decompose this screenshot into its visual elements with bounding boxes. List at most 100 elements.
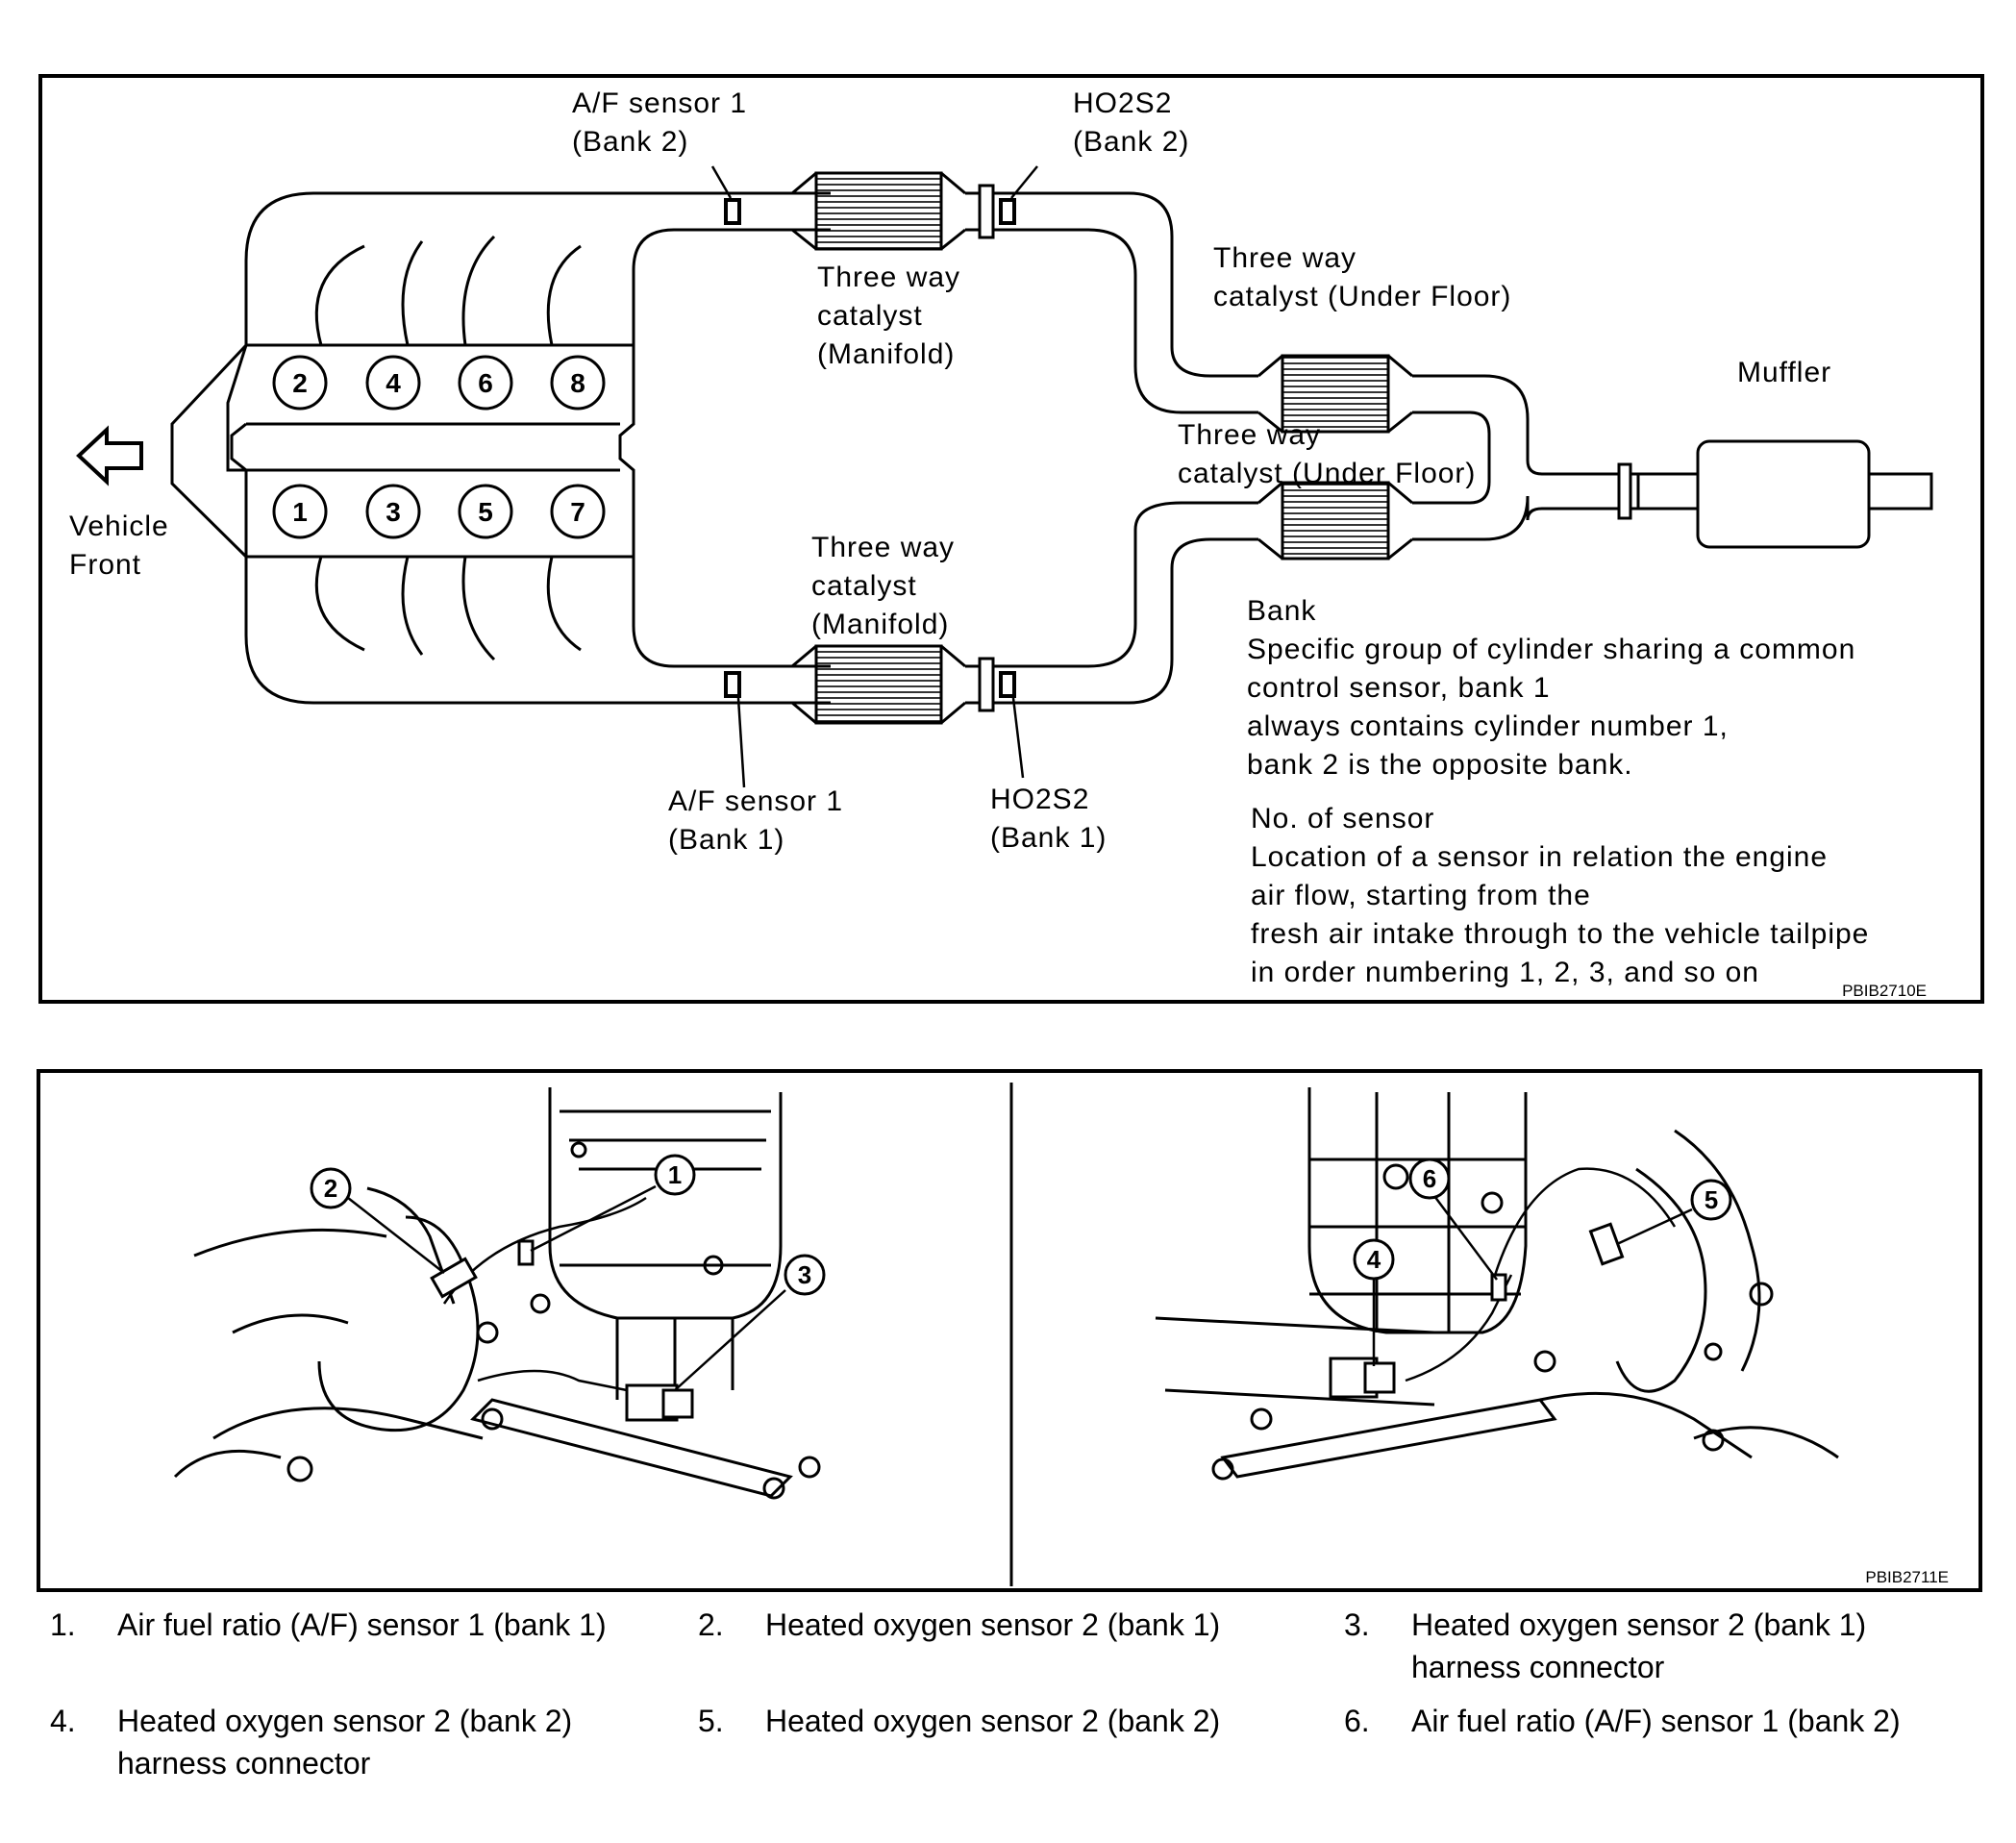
legend-number: 4. (50, 1704, 76, 1738)
legend-number: 6. (1344, 1704, 1370, 1738)
svg-text:2: 2 (324, 1174, 337, 1203)
legend-number: 5. (698, 1704, 724, 1738)
svg-text:HO2S2: HO2S2 (1073, 87, 1172, 119)
svg-text:bank 2 is the opposite bank.: bank 2 is the opposite bank. (1247, 749, 1633, 781)
legend-text: Heated oxygen sensor 2 (bank 1) (765, 1607, 1221, 1642)
svg-text:4: 4 (386, 368, 401, 398)
svg-text:(Bank 2): (Bank 2) (1073, 126, 1189, 158)
leader-lines (710, 165, 1038, 788)
svg-text:6: 6 (478, 368, 493, 398)
legend-text: Air fuel ratio (A/F) sensor 1 (bank 1) (117, 1607, 607, 1642)
manifold-catalyst-upper (791, 171, 966, 251)
legend-text: Heated oxygen sensor 2 (bank 2) (765, 1704, 1221, 1738)
legend-number: 1. (50, 1607, 76, 1642)
figure-code: PBIB2710E (1842, 982, 1927, 1000)
af-sensor-bank2-label: A/F sensor 1 (Bank 2) (572, 87, 746, 158)
svg-text:8: 8 (570, 368, 585, 398)
ho2s2-sensor-bank1 (999, 671, 1016, 698)
cylinder-row-top: 2 4 6 8 (272, 355, 606, 411)
ho2s2-bank1-label: HO2S2 (Bank 1) (990, 784, 1107, 854)
legend-number: 3. (1344, 1607, 1370, 1642)
svg-text:Three way: Three way (1178, 419, 1321, 451)
vehicle-front-label: Vehicle Front (69, 511, 168, 581)
flange-lower (978, 657, 995, 712)
callout-1: 1 (654, 1154, 696, 1196)
svg-text:1: 1 (292, 497, 308, 527)
right-view-bank2 (1155, 1087, 1839, 1481)
muffler-label: Muffler (1737, 357, 1831, 388)
manifold-catalyst-lower (791, 644, 966, 725)
exhaust-layout-svg: 2 4 6 8 1 3 5 7 (69, 87, 1933, 1000)
callout-3: 3 (784, 1254, 826, 1296)
cylinder-8: 8 (550, 355, 606, 411)
svg-text:4: 4 (1367, 1245, 1381, 1274)
cylinder-5: 5 (458, 484, 513, 539)
svg-text:Three way: Three way (811, 532, 955, 563)
svg-text:2: 2 (292, 368, 308, 398)
underfloor-catalyst-upper (1257, 354, 1413, 434)
svg-text:air flow, starting from the: air flow, starting from the (1251, 880, 1591, 911)
muffler (1696, 439, 1871, 549)
twc-manifold-upper-label: Three way catalyst (Manifold) (817, 262, 960, 370)
svg-text:3: 3 (798, 1260, 811, 1289)
svg-text:(Manifold): (Manifold) (817, 338, 955, 370)
engine-block (170, 343, 635, 559)
sensor-numbering-note: No. of sensor Location of a sensor in re… (1251, 803, 1869, 988)
svg-text:catalyst: catalyst (817, 300, 923, 332)
svg-text:Front: Front (69, 549, 141, 581)
svg-text:Three way: Three way (817, 262, 960, 293)
svg-text:A/F sensor 1: A/F sensor 1 (668, 785, 843, 817)
svg-text:1: 1 (668, 1160, 682, 1189)
svg-text:(Bank 2): (Bank 2) (572, 126, 688, 158)
legend-number: 2. (698, 1607, 724, 1642)
svg-text:in order numbering 1, 2, 3, an: in order numbering 1, 2, 3, and so on (1251, 957, 1759, 988)
svg-text:5: 5 (1705, 1185, 1718, 1214)
callout-5: 5 (1690, 1179, 1732, 1221)
svg-text:7: 7 (570, 497, 585, 527)
flange-upper (978, 184, 995, 239)
legend-text: Air fuel ratio (A/F) sensor 1 (bank 2) (1411, 1704, 1901, 1738)
svg-text:(Bank 1): (Bank 1) (990, 822, 1107, 854)
ho2s2-bank2-label: HO2S2 (Bank 2) (1073, 87, 1189, 158)
twc-manifold-lower-label: Three way catalyst (Manifold) (811, 532, 955, 640)
figure-code-bottom: PBIB2711E (1865, 1568, 1949, 1586)
exhaust-manifold-bank2 (244, 191, 831, 346)
left-view-leaders (347, 1184, 786, 1391)
svg-text:Location of a sensor in relati: Location of a sensor in relation the eng… (1251, 841, 1828, 873)
cylinder-1: 1 (272, 484, 328, 539)
cylinder-6: 6 (458, 355, 513, 411)
callout-2: 2 (310, 1167, 352, 1209)
left-view-bank1 (173, 1087, 821, 1500)
vehicle-front-arrow-icon (76, 425, 143, 486)
svg-text:catalyst (Under Floor): catalyst (Under Floor) (1178, 458, 1476, 489)
ho2s2-sensor-bank2 (999, 198, 1016, 225)
svg-text:No. of sensor: No. of sensor (1251, 803, 1434, 834)
twc-underfloor-lower-label: Three way catalyst (Under Floor) (1178, 419, 1476, 489)
legend-text: Heated oxygen sensor 2 (bank 2) harness … (117, 1704, 573, 1781)
component-location-svg: 1 2 3 4 5 6 PBIB2711E (173, 1083, 1949, 1586)
cylinder-3: 3 (365, 484, 421, 539)
svg-text:(Manifold): (Manifold) (811, 609, 949, 640)
bank-definition-note: Bank Specific group of cylinder sharing … (1247, 595, 1855, 781)
callout-4: 4 (1353, 1238, 1395, 1281)
cylinder-row-bottom: 1 3 5 7 (272, 484, 606, 539)
legend-text: Heated oxygen sensor 2 (bank 1) harness … (1411, 1607, 1867, 1684)
cylinder-7: 7 (550, 484, 606, 539)
svg-text:3: 3 (386, 497, 401, 527)
muffler-flange (1617, 462, 1632, 520)
callout-6: 6 (1408, 1158, 1451, 1200)
svg-text:control sensor, bank 1: control sensor, bank 1 (1247, 672, 1551, 704)
af-sensor-bank2 (724, 198, 741, 225)
right-view-leaders (1372, 1195, 1693, 1366)
component-location-illustration: 1 2 3 4 5 6 PBIB2711E (37, 1069, 1982, 1592)
svg-text:5: 5 (478, 497, 493, 527)
svg-text:Specific group of cylinder sha: Specific group of cylinder sharing a com… (1247, 634, 1855, 665)
af-sensor-bank1-label: A/F sensor 1 (Bank 1) (668, 785, 843, 856)
svg-text:always contains cylinder numbe: always contains cylinder number 1, (1247, 710, 1729, 742)
svg-text:Bank: Bank (1247, 595, 1316, 627)
svg-text:catalyst (Under Floor): catalyst (Under Floor) (1213, 281, 1511, 312)
svg-text:catalyst: catalyst (811, 570, 917, 602)
exhaust-manifold-bank1 (244, 556, 831, 705)
svg-text:6: 6 (1423, 1164, 1436, 1193)
svg-text:fresh air intake through to th: fresh air intake through to the vehicle … (1251, 918, 1869, 950)
